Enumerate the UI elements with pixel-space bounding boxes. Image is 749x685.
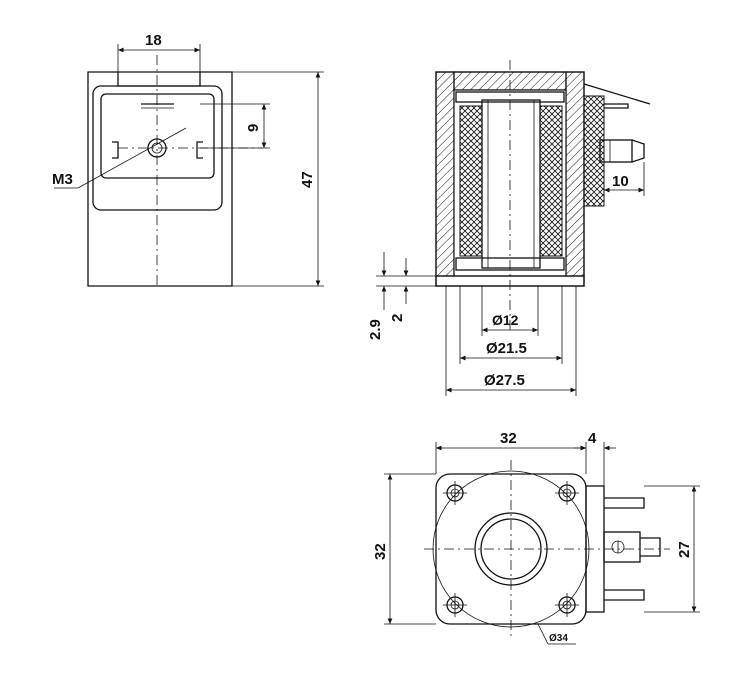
section-view: 10 2.9 2 Ø12 Ø21.5 Ø27.5 [367, 60, 651, 396]
mounting-hole [555, 593, 579, 617]
dim-bottom-dia: Ø34 [549, 633, 568, 644]
bottom-view: 32 4 32 27 Ø34 [372, 430, 700, 645]
dim-bottom-height: 32 [372, 543, 389, 560]
mounting-hole [443, 481, 467, 505]
dim-dia-inner: Ø12 [492, 312, 519, 328]
dim-dia-mid: Ø21.5 [486, 340, 527, 357]
dim-bottom-pin-span: 27 [676, 541, 693, 558]
dim-dia-outer: Ø27.5 [484, 372, 525, 389]
dim-front-width: 18 [145, 32, 162, 49]
dim-front-offset: 9 [245, 124, 262, 132]
dim-thread: M3 [52, 171, 73, 188]
dim-section-h2: 2 [389, 314, 406, 322]
dim-bottom-width: 32 [500, 430, 517, 447]
dim-bottom-offset: 4 [588, 430, 597, 447]
dim-front-height: 47 [299, 171, 316, 188]
front-view: M3 18 9 47 [52, 32, 324, 288]
dim-section-h1: 2.9 [367, 319, 384, 340]
mounting-hole [443, 593, 467, 617]
dim-section-pin: 10 [612, 173, 629, 190]
mounting-hole [555, 481, 579, 505]
